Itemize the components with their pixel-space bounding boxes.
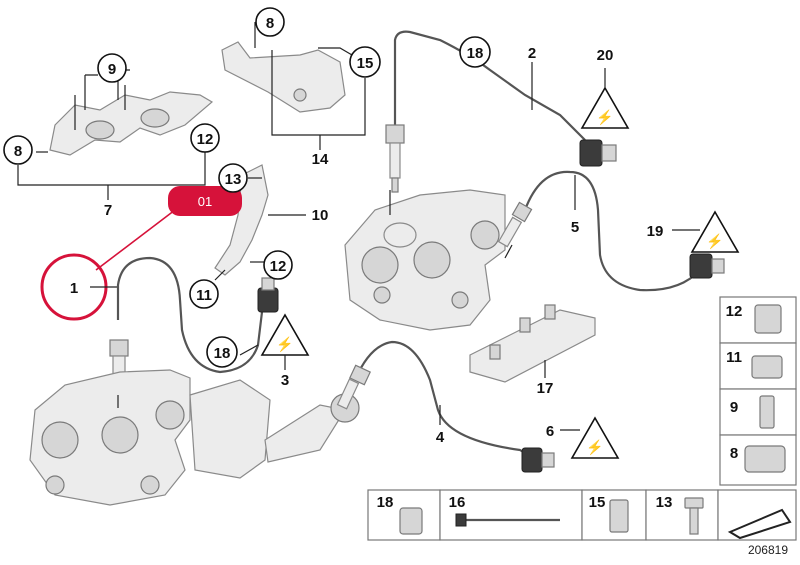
exhaust-manifold-upper[interactable]	[344, 189, 506, 331]
side-panel-label: 12	[726, 303, 743, 320]
callout-1[interactable]: 1	[70, 280, 78, 297]
callout-3[interactable]: 3	[281, 372, 289, 389]
highlight-badge[interactable]: 01	[168, 186, 242, 216]
callout-12[interactable]: 12	[263, 250, 293, 280]
clip-part[interactable]	[609, 499, 629, 533]
oxygen-sensor-2[interactable]	[385, 124, 405, 193]
callout-13-label: 13	[225, 171, 242, 188]
sensor-holder[interactable]	[469, 304, 596, 383]
callout-12b-label: 12	[270, 258, 287, 275]
highlight-badge-label: 01	[198, 194, 212, 209]
bolt-shaft	[689, 507, 699, 535]
callout-6[interactable]: 6	[546, 423, 554, 440]
bracket-part[interactable]	[221, 41, 346, 113]
callout-20[interactable]: 20	[597, 47, 614, 64]
callout-18b-label: 18	[214, 345, 231, 362]
callout-11-label: 11	[196, 287, 212, 304]
bolt-part[interactable]	[684, 497, 704, 509]
bottom-panel-label: 18	[377, 494, 394, 511]
callout-14[interactable]: 14	[312, 151, 329, 168]
callout-13[interactable]: 13	[218, 163, 248, 193]
bolt-part[interactable]	[759, 395, 775, 429]
callout-8[interactable]: 8	[3, 135, 33, 165]
callout-4[interactable]: 4	[436, 429, 445, 446]
callout-8b-label: 8	[266, 15, 274, 32]
bottom-parts-panel: 18 16 15 13	[367, 489, 797, 541]
callout-8[interactable]: 8	[255, 7, 285, 37]
svg-text:⚡: ⚡	[596, 109, 613, 126]
callout-18[interactable]: 18	[459, 36, 491, 68]
svg-text:⚡: ⚡	[586, 439, 603, 456]
heat-shield-part[interactable]	[49, 85, 214, 156]
side-panel-label: 11	[726, 349, 742, 366]
callout-10[interactable]: 10	[312, 207, 329, 224]
bottom-panel-label: 13	[656, 494, 673, 511]
callout-9[interactable]: 9	[97, 53, 127, 83]
connector-2[interactable]	[579, 139, 617, 167]
callout-12[interactable]: 12	[190, 123, 220, 153]
svg-text:⚡: ⚡	[276, 336, 293, 353]
bottom-panel-label: 15	[589, 494, 606, 511]
warning-icon: ⚡	[260, 313, 310, 356]
warning-icon: ⚡	[570, 416, 620, 459]
side-parts-panel: 12 11 9 8	[719, 296, 797, 486]
callout-18[interactable]: 18	[206, 336, 238, 368]
callout-7[interactable]: 7	[104, 202, 112, 219]
oxygen-sensor-5[interactable]	[497, 201, 533, 248]
connector-5[interactable]	[689, 253, 725, 279]
catalytic-converter[interactable]	[189, 379, 360, 479]
callout-2[interactable]: 2	[528, 45, 536, 62]
warning-icon: ⚡	[580, 86, 630, 129]
clip-part[interactable]	[751, 355, 783, 379]
callout-17[interactable]: 17	[537, 380, 554, 397]
svg-text:⚡: ⚡	[706, 233, 723, 250]
callout-8-label: 8	[14, 143, 22, 160]
side-panel-label: 9	[730, 399, 738, 416]
callout-12-label: 12	[197, 131, 214, 148]
bottom-panel-label: 16	[449, 494, 466, 511]
callout-5[interactable]: 5	[571, 219, 579, 236]
connector-1[interactable]	[257, 277, 279, 313]
diagram-id: 206819	[748, 543, 788, 557]
callout-9-label: 9	[108, 61, 116, 78]
callout-18a-label: 18	[467, 45, 484, 62]
clip-part[interactable]	[399, 507, 423, 535]
exhaust-manifold-lower[interactable]	[29, 369, 191, 506]
callout-15[interactable]: 15	[349, 46, 381, 78]
clip-part[interactable]	[754, 304, 782, 334]
callout-19[interactable]: 19	[647, 223, 664, 240]
mounting-bracket[interactable]	[214, 164, 269, 276]
side-panel-label: 8	[730, 445, 738, 462]
connector-4[interactable]	[521, 447, 555, 473]
callout-11[interactable]: 11	[189, 279, 219, 309]
arrow-icon	[727, 508, 792, 540]
clamp-part[interactable]	[744, 445, 786, 473]
oxygen-sensor-4[interactable]	[336, 364, 372, 410]
callout-15-label: 15	[357, 55, 374, 72]
warning-icon: ⚡	[690, 210, 740, 253]
